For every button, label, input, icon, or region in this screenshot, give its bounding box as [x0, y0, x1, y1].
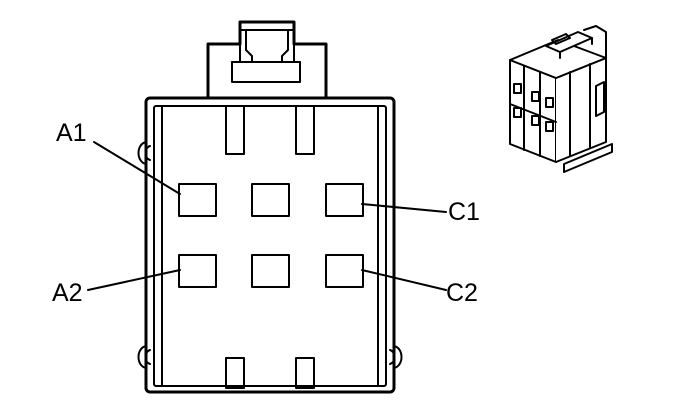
pin-label-a2: A2 [52, 279, 83, 307]
cavity-b2 [251, 254, 290, 288]
connector-latch [206, 20, 328, 100]
terminal-cavities [178, 183, 364, 288]
connector-face-view: A1 A2 C1 C2 [52, 20, 480, 394]
pin-label-c1: C1 [448, 198, 480, 226]
connector-isometric-view [509, 25, 613, 173]
callout-leaders [87, 141, 447, 291]
connector-housing [144, 96, 396, 394]
cavity-a2 [178, 254, 217, 288]
pin-label-c2: C2 [446, 279, 478, 307]
cavity-c2 [325, 254, 364, 288]
cavity-b1 [251, 183, 290, 217]
housing-side-clips [137, 141, 403, 369]
pin-label-a1: A1 [56, 119, 87, 147]
cavity-c1 [325, 183, 364, 217]
housing-guide-ribs [225, 105, 315, 389]
cavity-a1 [178, 183, 217, 217]
